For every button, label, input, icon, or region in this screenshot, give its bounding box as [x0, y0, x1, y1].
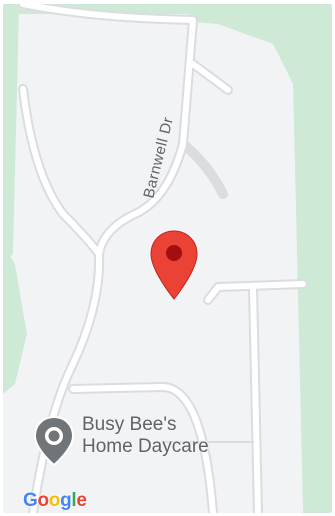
poi-label[interactable]: Busy Bee's Home Daycare: [82, 414, 209, 458]
map-viewport[interactable]: Barnwell Dr Busy Bee's Home Daycare Goog…: [3, 4, 332, 513]
google-logo-letter: o: [37, 490, 49, 511]
google-logo-letter: g: [60, 490, 72, 511]
poi-label-line-1: Busy Bee's: [82, 414, 177, 435]
google-logo: Google: [23, 490, 87, 512]
google-logo-letter: G: [23, 490, 38, 511]
poi-label-line-2: Home Daycare: [82, 436, 209, 457]
park-area: [3, 4, 332, 513]
park-area-left: [3, 4, 19, 264]
red-location-pin-icon[interactable]: [149, 229, 199, 301]
place-pin-icon[interactable]: [33, 415, 75, 467]
google-logo-letter: e: [76, 490, 87, 511]
google-logo-letter: o: [48, 490, 61, 511]
park-area-left-lower: [3, 244, 27, 394]
google-logo-letter: l: [71, 490, 77, 511]
